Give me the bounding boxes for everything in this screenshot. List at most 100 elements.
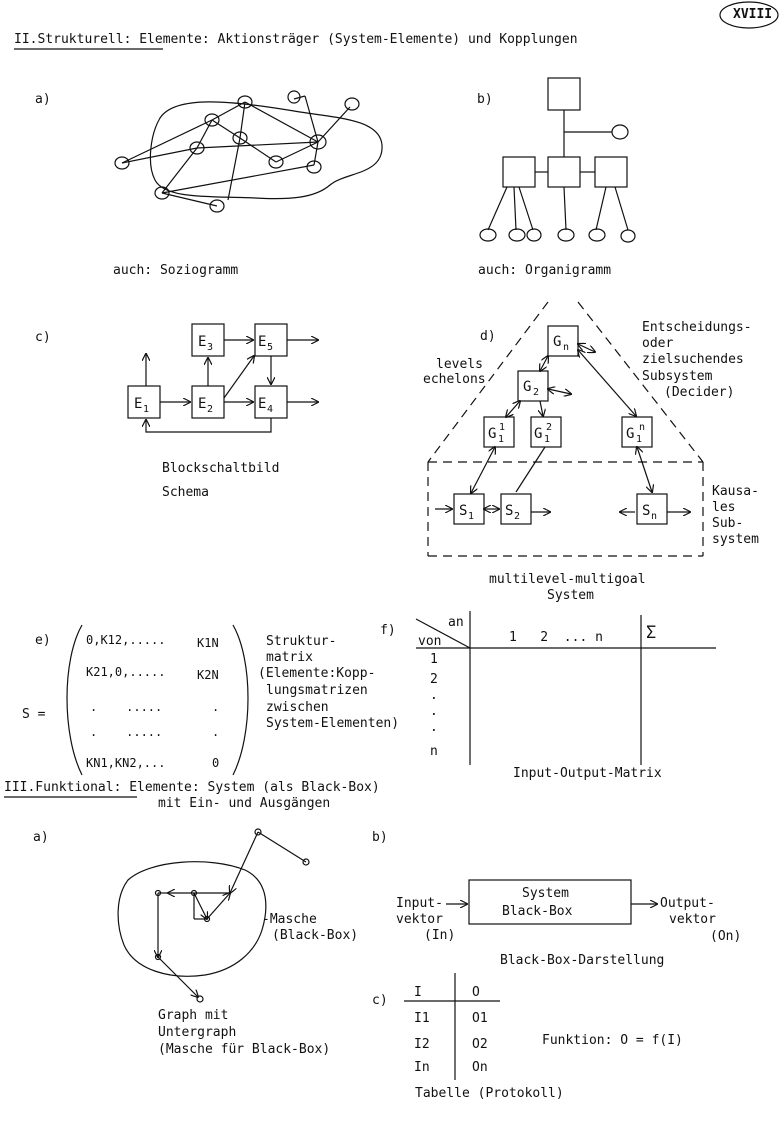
label-d: d) (480, 329, 496, 344)
svg-text:n: n (563, 342, 569, 353)
node-gn: G (553, 334, 561, 350)
io-sigma: Σ (646, 623, 657, 643)
matrix-desc-3: (Elemente:Kopp- (258, 666, 376, 681)
decider-line-3: zielsuchendes (642, 352, 744, 367)
matrix-desc-2: matrix (266, 650, 313, 665)
matrix-desc-4: lungsmatrizen (266, 683, 368, 698)
matrix-row-4-last: . (212, 725, 220, 739)
black-box-title-1: System (522, 886, 569, 901)
graph-caption-2: Untergraph (158, 1025, 237, 1040)
io-row-n: n (430, 744, 438, 759)
io-row-2: 2 (430, 672, 438, 687)
node-s2: S (505, 503, 513, 519)
table-header-o: O (472, 985, 480, 1000)
input-label-2: vektor (396, 912, 443, 927)
causal-line-2: les (712, 500, 736, 515)
svg-text:1: 1 (544, 434, 550, 445)
matrix-row-3: . ..... (90, 700, 163, 714)
label-iii-c: c) (372, 993, 388, 1008)
label-iii-a: a) (33, 830, 49, 845)
node-g1n: G (626, 426, 634, 442)
caption-schema: Schema (162, 485, 209, 500)
io-cols: 1 2 ... n (509, 630, 603, 645)
section3-heading-line2: mit Ein- und Ausgängen (158, 796, 331, 811)
svg-text:5: 5 (267, 342, 273, 353)
caption-multilevel: multilevel-multigoal (489, 572, 646, 587)
block-e3-label: E (198, 334, 206, 350)
output-label-3: (On) (710, 929, 742, 944)
label-e: e) (35, 633, 51, 648)
sociogram (114, 90, 383, 213)
decider-line-5: (Decider) (664, 385, 735, 400)
levels-label: levels (436, 357, 483, 372)
table-row-2-i: I2 (414, 1037, 430, 1052)
svg-text:n: n (639, 422, 645, 433)
section2-heading-rest: : Elemente: Aktionsträger (System-Elemen… (123, 32, 578, 47)
black-box-title-2: Black-Box (502, 904, 573, 919)
label-b: b) (477, 92, 493, 107)
black-box-rect (468, 879, 632, 925)
multilevel-diagram (427, 301, 704, 557)
caption-blockschaltbild: Blockschaltbild (162, 461, 280, 476)
svg-text:n: n (651, 511, 657, 522)
table-row-1-o: O1 (472, 1011, 488, 1026)
svg-text:3: 3 (207, 342, 213, 353)
input-label-1: Input- (396, 896, 443, 911)
matrix-desc-1: Struktur- (266, 634, 337, 649)
block-e2-label: E (198, 396, 206, 412)
label-iii-b: b) (372, 830, 388, 845)
table-row-1-i: I1 (414, 1011, 430, 1026)
masche-label-2: (Black-Box) (272, 928, 359, 943)
label-f: f) (380, 623, 396, 638)
matrix-lhs: S = (22, 707, 46, 722)
matrix-row-1-last: K1N (197, 636, 219, 650)
matrix-desc-5: zwischen (266, 700, 329, 715)
decider-line-2: oder (642, 336, 674, 351)
caption-table: Tabelle (Protokoll) (415, 1086, 564, 1101)
graph-caption-1: Graph mit (158, 1008, 229, 1023)
matrix-row-2-last: K2N (197, 668, 219, 682)
section2-heading-underlined: II.Strukturell (14, 32, 124, 47)
matrix-desc-6: System-Elementen) (266, 716, 400, 731)
table-header-i: I (414, 985, 422, 1000)
caption-system: System (547, 588, 594, 603)
causal-line-1: Kausa- (712, 484, 759, 499)
io-matrix-grid (415, 611, 716, 765)
matrix-row-2: K21,0,..... (86, 665, 166, 679)
node-g11: G (488, 426, 496, 442)
function-label: Funktion: O = f(I) (542, 1033, 683, 1048)
section3-heading-rest: : Elemente: System (als Black-Box) (113, 780, 380, 795)
matrix-row-3-last: . (212, 700, 220, 714)
io-row-1: 1 (430, 652, 438, 667)
caption-organigramm: auch: Organigramm (478, 263, 612, 278)
organigram (479, 77, 636, 243)
input-label-3: (In) (424, 928, 456, 943)
block-e1-label: E (134, 396, 142, 412)
io-row-3: . (430, 688, 438, 703)
svg-text:1: 1 (499, 422, 505, 433)
io-von: von (418, 634, 442, 649)
svg-text:2: 2 (546, 422, 552, 433)
matrix-right-paren (232, 624, 249, 776)
section3-heading: III.Funktional: Elemente: System (als Bl… (4, 780, 380, 795)
decider-line-1: Entscheidungs- (642, 320, 752, 335)
output-label-2: vektor (669, 912, 716, 927)
section2-heading: II.Strukturell: Elemente: Aktionsträger … (14, 32, 578, 47)
masche-label-1: -Masche (262, 912, 317, 927)
svg-text:2: 2 (514, 511, 520, 522)
node-g2: G (523, 379, 531, 395)
graph-caption-3: (Masche für Black-Box) (158, 1042, 331, 1057)
svg-text:1: 1 (498, 434, 504, 445)
decider-line-4: Subsystem (642, 369, 713, 384)
matrix-row-4: . ..... (90, 725, 163, 739)
svg-text:1: 1 (143, 404, 149, 415)
graph-masche (117, 828, 310, 1003)
block-e4-label: E (258, 396, 266, 412)
label-c: c) (35, 330, 51, 345)
io-row-5: . (430, 720, 438, 735)
node-g12: G (534, 426, 542, 442)
block-diagram (127, 323, 318, 433)
matrix-left-paren (66, 624, 83, 776)
